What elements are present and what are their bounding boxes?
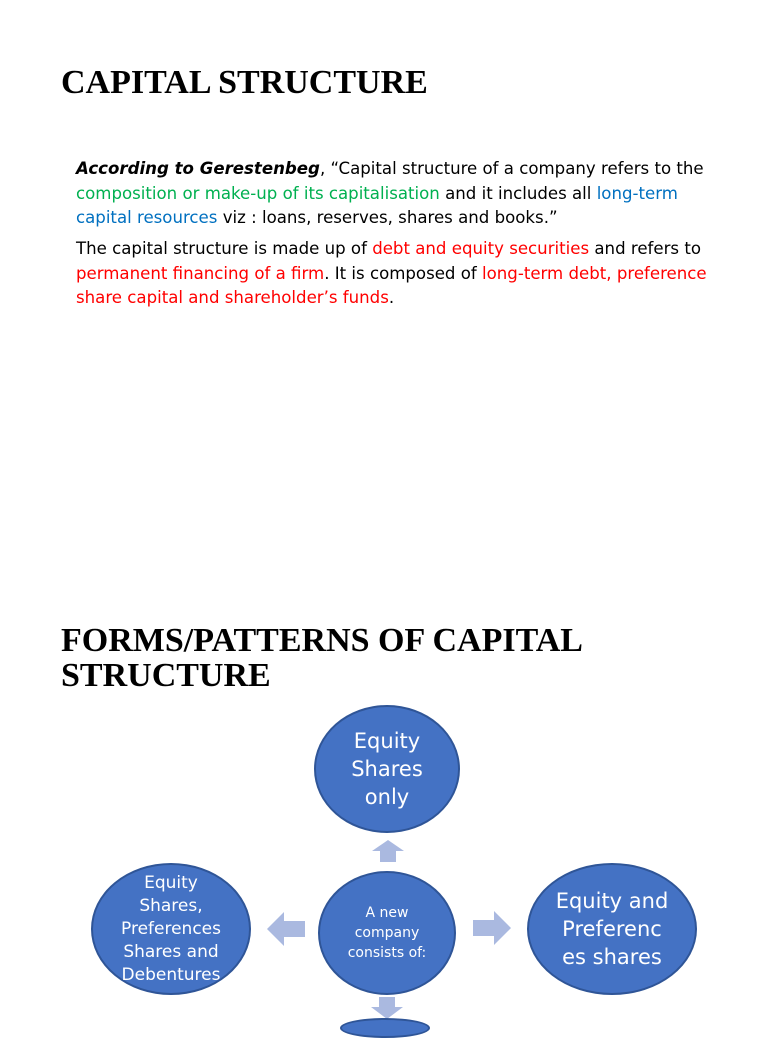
section-title-forms: FORMS/PATTERNS OF CAPITAL STRUCTURE <box>61 622 582 694</box>
node-text-line: Equity <box>353 729 421 753</box>
node-text-line: company <box>354 925 420 941</box>
definition-text-1: , “Capital structure of a company refers… <box>319 159 704 178</box>
node-text-line: es shares <box>562 945 662 969</box>
highlight-long-term-resources: long-term capital resources <box>76 183 678 228</box>
highlight-components: long-term debt, preference share capital… <box>76 263 707 308</box>
arrow-down-icon <box>371 997 403 1019</box>
node-text-line: only <box>364 785 410 809</box>
node-text-line: Equity and <box>555 889 669 913</box>
definition-text-3: viz : loans, reserves, shares and books.… <box>217 208 558 227</box>
node-text-line: Shares <box>351 757 423 781</box>
node-text-line: Shares and <box>123 941 219 962</box>
highlight-debt-equity: debt and equity securities <box>372 239 590 258</box>
node-text-line: Preferences <box>121 918 221 939</box>
node-text-line: Preferenc <box>562 917 662 941</box>
definition-text-2: and it includes all <box>439 183 597 203</box>
node-text-line: consists of: <box>347 945 427 961</box>
node-equity-only: Equity Shares only <box>314 705 460 833</box>
arrow-left-icon <box>267 912 305 946</box>
node-text-line: Equity <box>144 872 198 893</box>
node-text-line: Debentures <box>121 964 221 985</box>
page-title: CAPITAL STRUCTURE <box>61 64 428 101</box>
node-equity-preference: Equity and Preferenc es shares <box>527 863 697 995</box>
node-text-line: A new <box>365 905 409 921</box>
node-equity-preference-debentures: Equity Shares, Preferences Shares and De… <box>91 863 251 995</box>
node-text-line: Shares, <box>139 895 203 916</box>
explanation-text-1: The capital structure is made up of <box>76 239 373 258</box>
node-bottom-partial <box>340 1018 430 1038</box>
node-new-company: A new company consists of: <box>318 871 456 995</box>
explanation-text-2: and refers to <box>589 239 701 258</box>
author-name: According to Gerestenbeg <box>76 159 320 178</box>
capital-structure-diagram: Equity Shares only A new company consist… <box>0 700 768 1038</box>
explanation-text-4: . <box>388 288 395 307</box>
definition-paragraph: According to Gerestenbeg, “Capital struc… <box>76 157 716 231</box>
highlight-composition: composition or make-up of its capitalisa… <box>76 183 440 203</box>
highlight-permanent-financing: permanent financing of a firm <box>76 263 325 283</box>
explanation-paragraph: The capital structure is made up of debt… <box>76 237 716 311</box>
arrow-up-icon <box>372 840 404 862</box>
arrow-right-icon <box>473 911 511 945</box>
explanation-text-3: . It is composed of <box>324 263 483 283</box>
